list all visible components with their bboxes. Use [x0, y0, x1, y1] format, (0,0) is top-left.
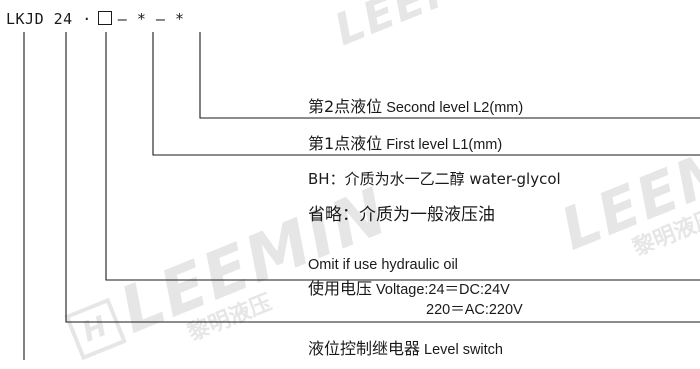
model-code: LKJD 24 · — * — * — [6, 10, 185, 28]
leader-medium — [105, 32, 700, 281]
label-medium-omit-cn: 省略：介质为一般液压油 — [308, 205, 495, 225]
code-dash-1: — — [117, 10, 128, 28]
code-star-2: * — [174, 10, 185, 28]
leader-second-level — [199, 32, 700, 119]
label-medium-bh: BH：介质为水一乙二醇 water-glycol — [308, 170, 561, 188]
leader-first-level — [152, 32, 700, 156]
medium-code-box — [97, 11, 112, 25]
leader-voltage — [65, 32, 700, 323]
model-code-prefix: LKJD 24 · — [6, 10, 92, 28]
label-voltage-ac: 220＝AC:220V — [426, 302, 523, 318]
code-dash-2: — — [155, 10, 166, 28]
label-medium-omit-en: Omit if use hydraulic oil — [308, 257, 458, 273]
code-star-1: * — [136, 10, 147, 28]
leader-lines — [23, 32, 700, 360]
